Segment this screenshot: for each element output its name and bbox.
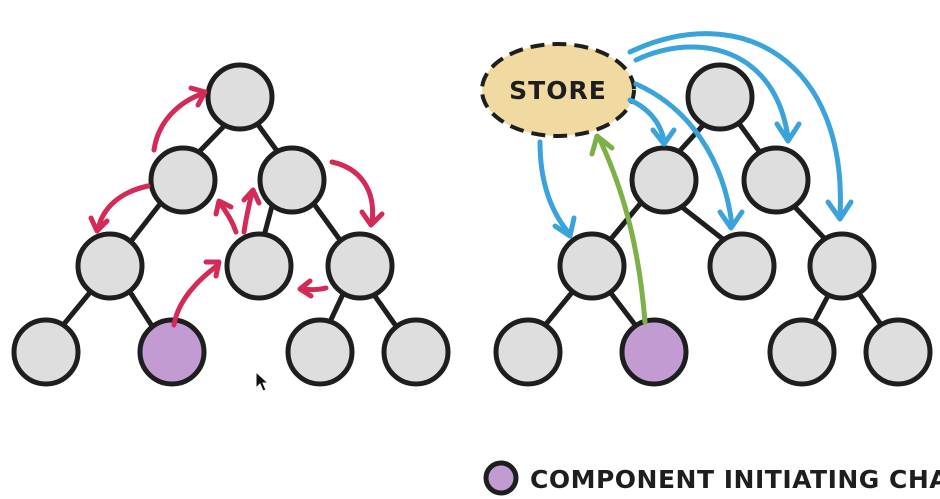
edge — [127, 289, 155, 329]
node-leaf-4 — [863, 317, 933, 387]
node-level1-right — [257, 145, 327, 215]
edge — [607, 201, 643, 243]
left-tree-edges — [61, 119, 399, 329]
node-leaf-1 — [11, 317, 81, 387]
edge — [61, 287, 95, 327]
edge — [261, 203, 275, 239]
arrow-head — [552, 215, 577, 239]
right-tree-edges — [543, 119, 885, 329]
edge — [607, 289, 639, 329]
arrow-level1right-to-level2c — [329, 159, 376, 225]
green-arrow-group — [589, 133, 648, 325]
node-initiator — [619, 317, 689, 387]
arrow-store-to-level2b — [633, 81, 735, 228]
arrow-head — [825, 199, 854, 222]
mouse-pointer-icon — [255, 370, 270, 392]
node-leaf-4 — [381, 317, 451, 387]
store: STORE — [480, 42, 636, 138]
blue-arrows — [537, 31, 854, 239]
right-tree-nodes — [493, 62, 933, 387]
node-level2-c — [325, 231, 395, 301]
arrow-head — [297, 278, 314, 299]
edge — [673, 119, 709, 158]
right-tree: STORE — [480, 31, 933, 387]
node-level1-left — [148, 145, 218, 215]
edge — [675, 201, 727, 243]
arrow-head — [203, 259, 222, 279]
edge — [129, 201, 163, 243]
arrow-head — [359, 209, 385, 228]
arrow-level2c-to-level2b — [299, 285, 329, 293]
node-level1-right — [741, 145, 811, 215]
node-leaf-1 — [493, 317, 563, 387]
legend: COMPONENT INITIATING CHANGE — [483, 460, 940, 496]
store-ellipse — [480, 42, 636, 138]
edge — [369, 289, 399, 329]
arrow-store-to-level2a — [537, 139, 571, 235]
left-tree-nodes — [11, 62, 451, 387]
left-tree — [11, 62, 451, 387]
edge — [193, 119, 231, 158]
edge — [311, 201, 343, 243]
arrow-head — [650, 127, 677, 147]
edge — [735, 119, 765, 158]
arrow-initiator-to-store — [597, 137, 648, 325]
arrow-level2b-to-level1left — [217, 200, 239, 235]
arrow-store-to-level1right — [633, 44, 791, 141]
left-tree-red-arrows — [88, 85, 385, 328]
node-level1-left — [629, 145, 699, 215]
node-leaf-3 — [767, 317, 837, 387]
node-initiator — [137, 317, 207, 387]
arrow-head — [717, 209, 745, 231]
node-level2-a — [557, 231, 627, 301]
legend-label: COMPONENT INITIATING CHANGE — [530, 465, 940, 494]
store-label: STORE — [509, 76, 607, 105]
node-root — [685, 62, 755, 132]
node-level2-b — [707, 231, 777, 301]
arrow-head — [589, 133, 615, 157]
arrow-level1left-to-level2a — [95, 183, 151, 233]
node-leaf-3 — [285, 317, 355, 387]
arrow-head — [774, 121, 802, 144]
legend-marker — [483, 460, 519, 496]
arrow-initiator-to-level2b — [171, 262, 221, 328]
node-level2-b — [224, 231, 294, 301]
arrow-level1left-to-root — [151, 90, 207, 153]
arrow-head — [241, 187, 262, 206]
arrow-head — [188, 85, 208, 108]
arrow-head — [88, 215, 110, 234]
edge — [789, 201, 829, 243]
edge — [855, 289, 885, 329]
arrow-head — [213, 198, 234, 217]
node-root — [205, 62, 275, 132]
node-level2-a — [75, 231, 145, 301]
arrow-store-to-level1left — [627, 97, 667, 143]
edge — [543, 287, 577, 327]
node-level2-c — [807, 231, 877, 301]
arrow-store-to-level2c — [627, 31, 843, 219]
